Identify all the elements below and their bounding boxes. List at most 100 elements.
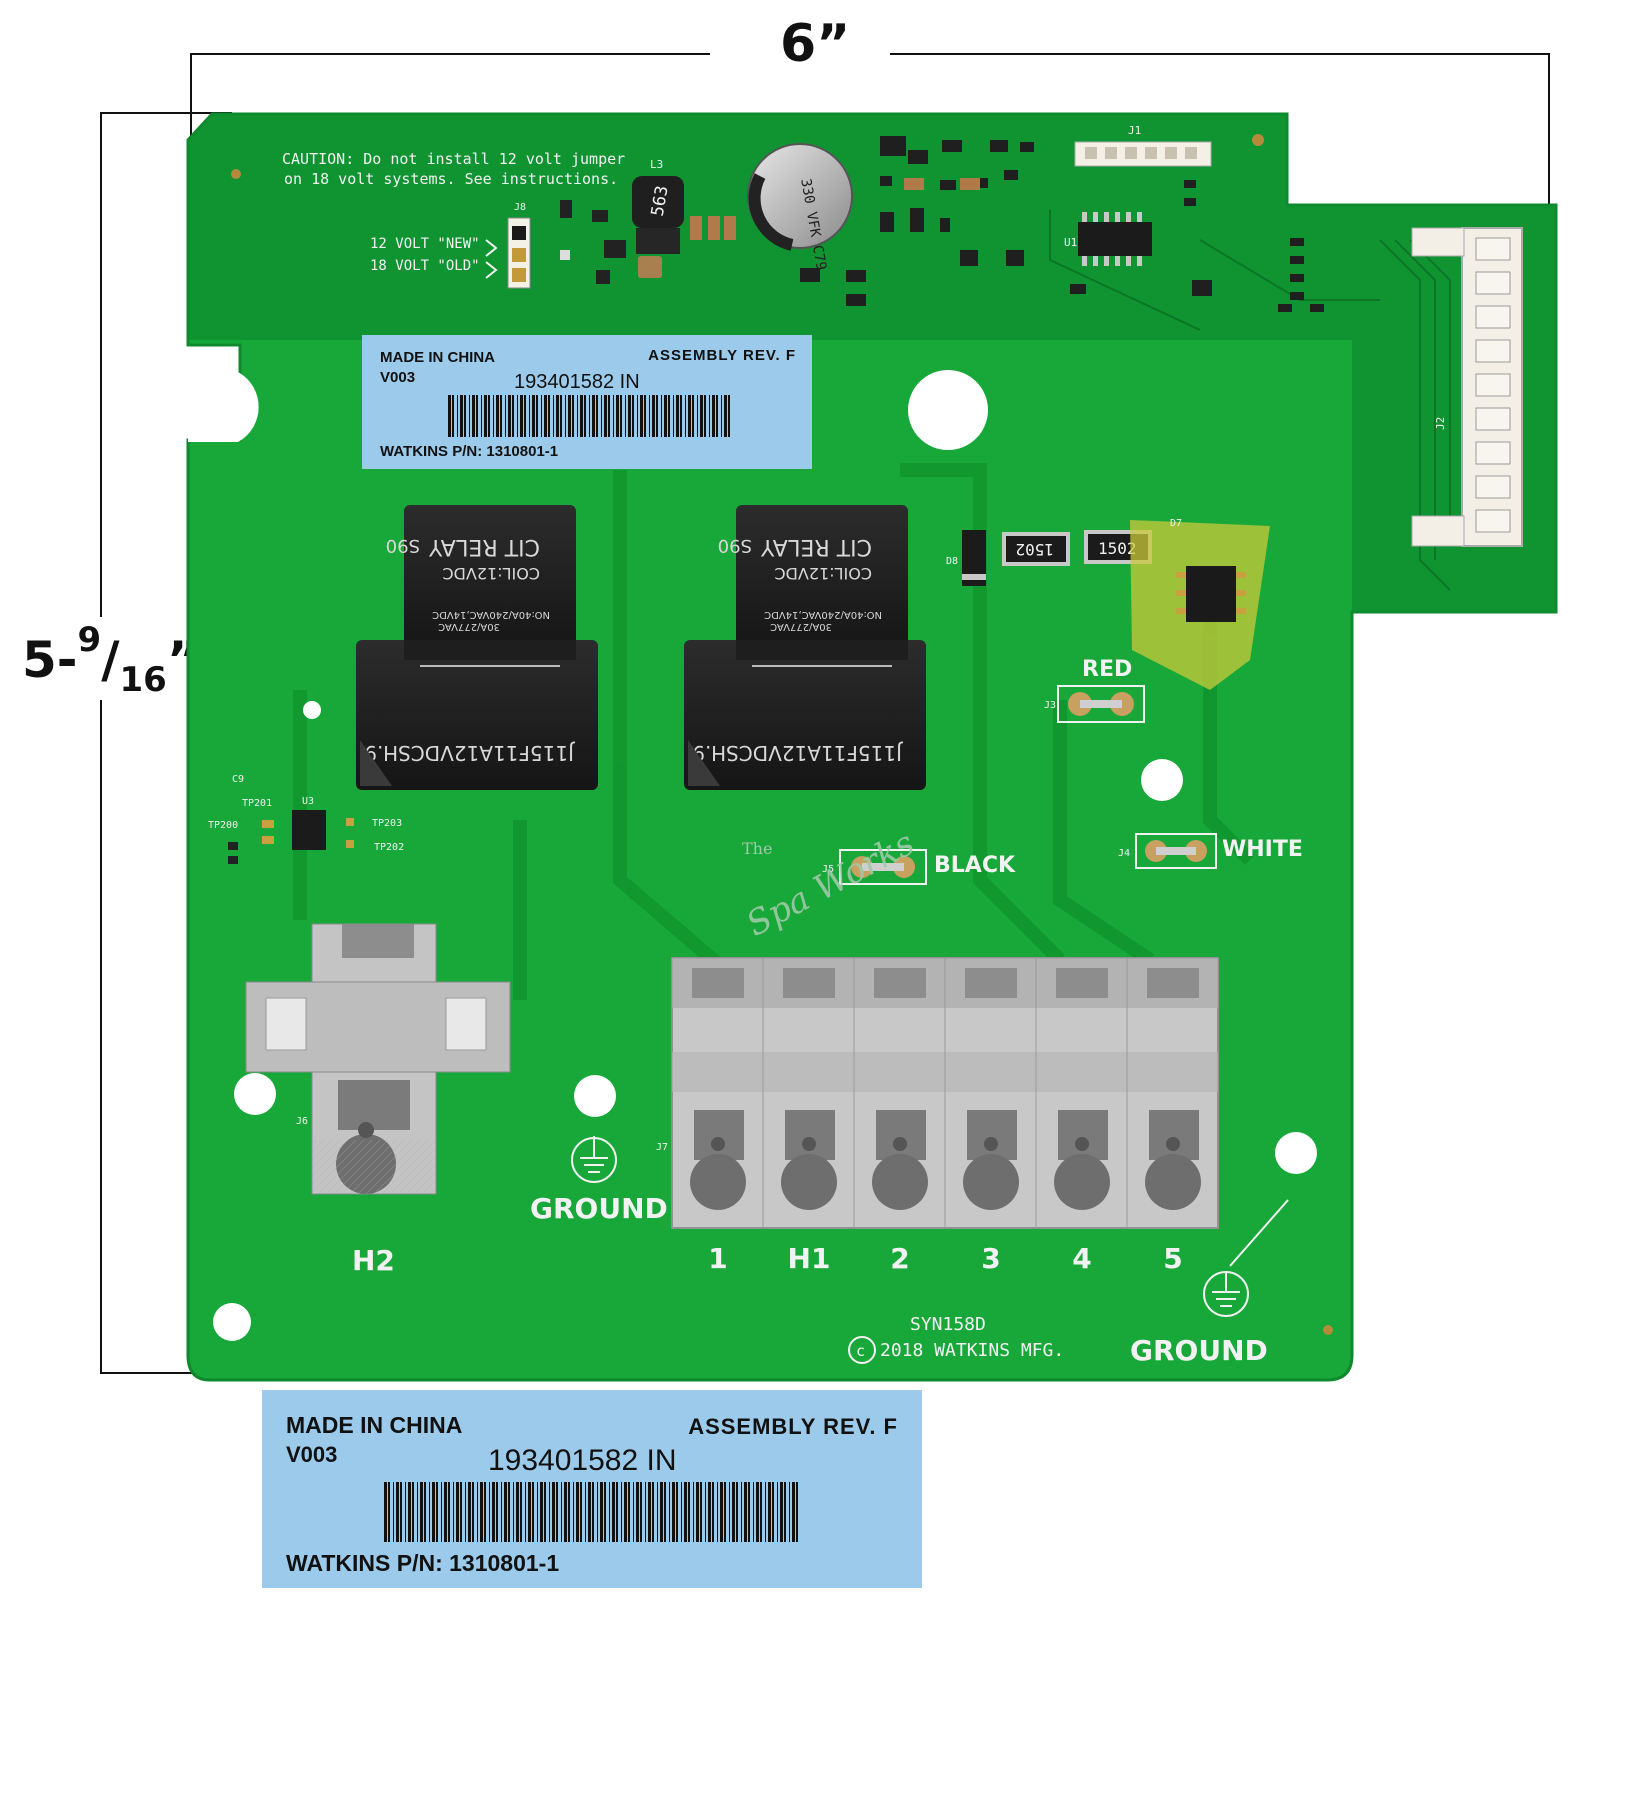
barcode-bar	[604, 395, 607, 437]
ic-u1	[1078, 222, 1152, 256]
barcode-bar	[616, 1482, 618, 1542]
barcode-bar	[436, 1482, 438, 1542]
barcode-bar	[644, 395, 646, 437]
relay-1-brand: CIT RELAY	[428, 534, 540, 559]
barcode-bar	[444, 1482, 447, 1542]
barcode-bar	[717, 1482, 718, 1542]
barcode-bar	[637, 395, 638, 437]
barcode-bar	[760, 1482, 762, 1542]
barcode-bar	[736, 1482, 738, 1542]
barcode-bar	[721, 395, 722, 437]
terminal-cell	[1035, 957, 1128, 1229]
barcode-bar	[429, 1482, 430, 1542]
electrolytic-capacitor	[747, 143, 853, 249]
barcode-bar	[548, 395, 550, 437]
barcode-bar	[408, 1482, 411, 1542]
barcode-bar	[652, 395, 655, 437]
barcode-bar	[768, 1482, 771, 1542]
svg-text:TP203: TP203	[372, 818, 402, 829]
wire-white-label: WHITE	[1222, 837, 1303, 862]
barcode-bar	[652, 1482, 654, 1542]
barcode-bar	[700, 395, 703, 437]
relay-1-rating: NO:40A/240VAC,14VDC	[432, 609, 550, 620]
barcode-bar	[537, 1482, 538, 1542]
barcode-bar	[460, 395, 463, 437]
svg-text:J5: J5	[822, 864, 834, 875]
barcode-bar	[561, 1482, 562, 1542]
label-small-version: V003	[380, 369, 416, 386]
wire-red-label: RED	[1082, 657, 1132, 682]
barcode-bar	[712, 1482, 714, 1542]
barcode-bar	[496, 1482, 498, 1542]
barcode-bar	[476, 395, 478, 437]
barcode-bar	[628, 1482, 630, 1542]
relay-2-brand: CIT RELAY	[760, 534, 872, 559]
barcode-label: MADE IN CHINA ASSEMBLY REV. F V003 19340…	[262, 1390, 922, 1588]
terminal-label: 1	[708, 1242, 727, 1275]
svg-text:D7: D7	[1170, 518, 1182, 529]
svg-text:C9: C9	[232, 774, 244, 785]
barcode-bar	[480, 1482, 483, 1542]
ic-d7	[1186, 566, 1236, 622]
barcode-bar	[625, 395, 626, 437]
barcode-bar	[664, 395, 667, 437]
relay-1-coil: COIL:12VDC	[442, 564, 540, 583]
caution-text-line1: CAUTION: Do not install 12 volt jumper	[282, 150, 625, 168]
barcode-bar	[573, 1482, 574, 1542]
barcode-bar	[484, 395, 487, 437]
mounting-hole	[234, 1073, 276, 1115]
barcode-bar	[656, 395, 658, 437]
barcode-bar	[676, 1482, 678, 1542]
barcode-bar	[613, 395, 614, 437]
barcode-bar	[688, 395, 691, 437]
barcode-bar	[777, 1482, 778, 1542]
barcode-bar	[744, 1482, 747, 1542]
barcode-bar	[729, 1482, 730, 1542]
barcode-bar	[396, 1482, 399, 1542]
barcode-bar	[632, 395, 634, 437]
width-dimension-line-left	[190, 53, 710, 55]
pad-j4-white	[1135, 833, 1217, 869]
relay-2-rating: NO:40A/240VAC,14VDC	[764, 609, 882, 620]
width-dimension-line-right	[890, 53, 1550, 55]
barcode-bar	[580, 1482, 582, 1542]
barcode-bar	[696, 1482, 699, 1542]
label-made-in: MADE IN CHINA	[286, 1412, 463, 1438]
terminal-cell	[944, 957, 1037, 1229]
barcode-bar	[572, 395, 574, 437]
barcode-bar	[528, 1482, 531, 1542]
svg-text:D8: D8	[946, 556, 958, 567]
barcode-bar	[684, 1482, 687, 1542]
ground-symbol-left	[571, 1136, 617, 1183]
barcode-bar	[568, 1482, 570, 1542]
barcode-bar	[612, 1482, 615, 1542]
barcode-bar	[621, 1482, 622, 1542]
barcode-bar	[568, 395, 571, 437]
barcode-bar	[405, 1482, 406, 1542]
barcode-bar	[649, 395, 650, 437]
barcode-bar	[700, 1482, 702, 1542]
ground-right-label: GROUND	[1130, 1334, 1268, 1367]
label-version: V003	[286, 1442, 338, 1467]
barcode-bar	[520, 1482, 522, 1542]
barcode-bar	[608, 395, 610, 437]
label-small-part-number: WATKINS P/N: 1310801-1	[380, 443, 559, 460]
terminal-cells	[671, 957, 1219, 1229]
barcode-bar	[640, 395, 643, 437]
barcode-bar	[597, 1482, 598, 1542]
barcode-bar	[680, 395, 682, 437]
label-barcode	[384, 1482, 798, 1542]
barcode-bar	[481, 395, 482, 437]
barcode-bar	[472, 1482, 474, 1542]
barcode-bar	[508, 395, 511, 437]
width-dimension-tick-left	[190, 53, 192, 148]
label-small-made-in: MADE IN CHINA	[380, 349, 495, 366]
label-small-assembly: ASSEMBLY REV. F	[648, 347, 796, 364]
barcode-bar	[753, 1482, 754, 1542]
terminal-cell	[853, 957, 946, 1229]
barcode-bar	[692, 395, 694, 437]
svg-text:TP202: TP202	[374, 842, 404, 853]
barcode-bar	[592, 395, 595, 437]
connector-j2-ref: J2	[1434, 417, 1447, 430]
barcode-bar	[673, 395, 674, 437]
